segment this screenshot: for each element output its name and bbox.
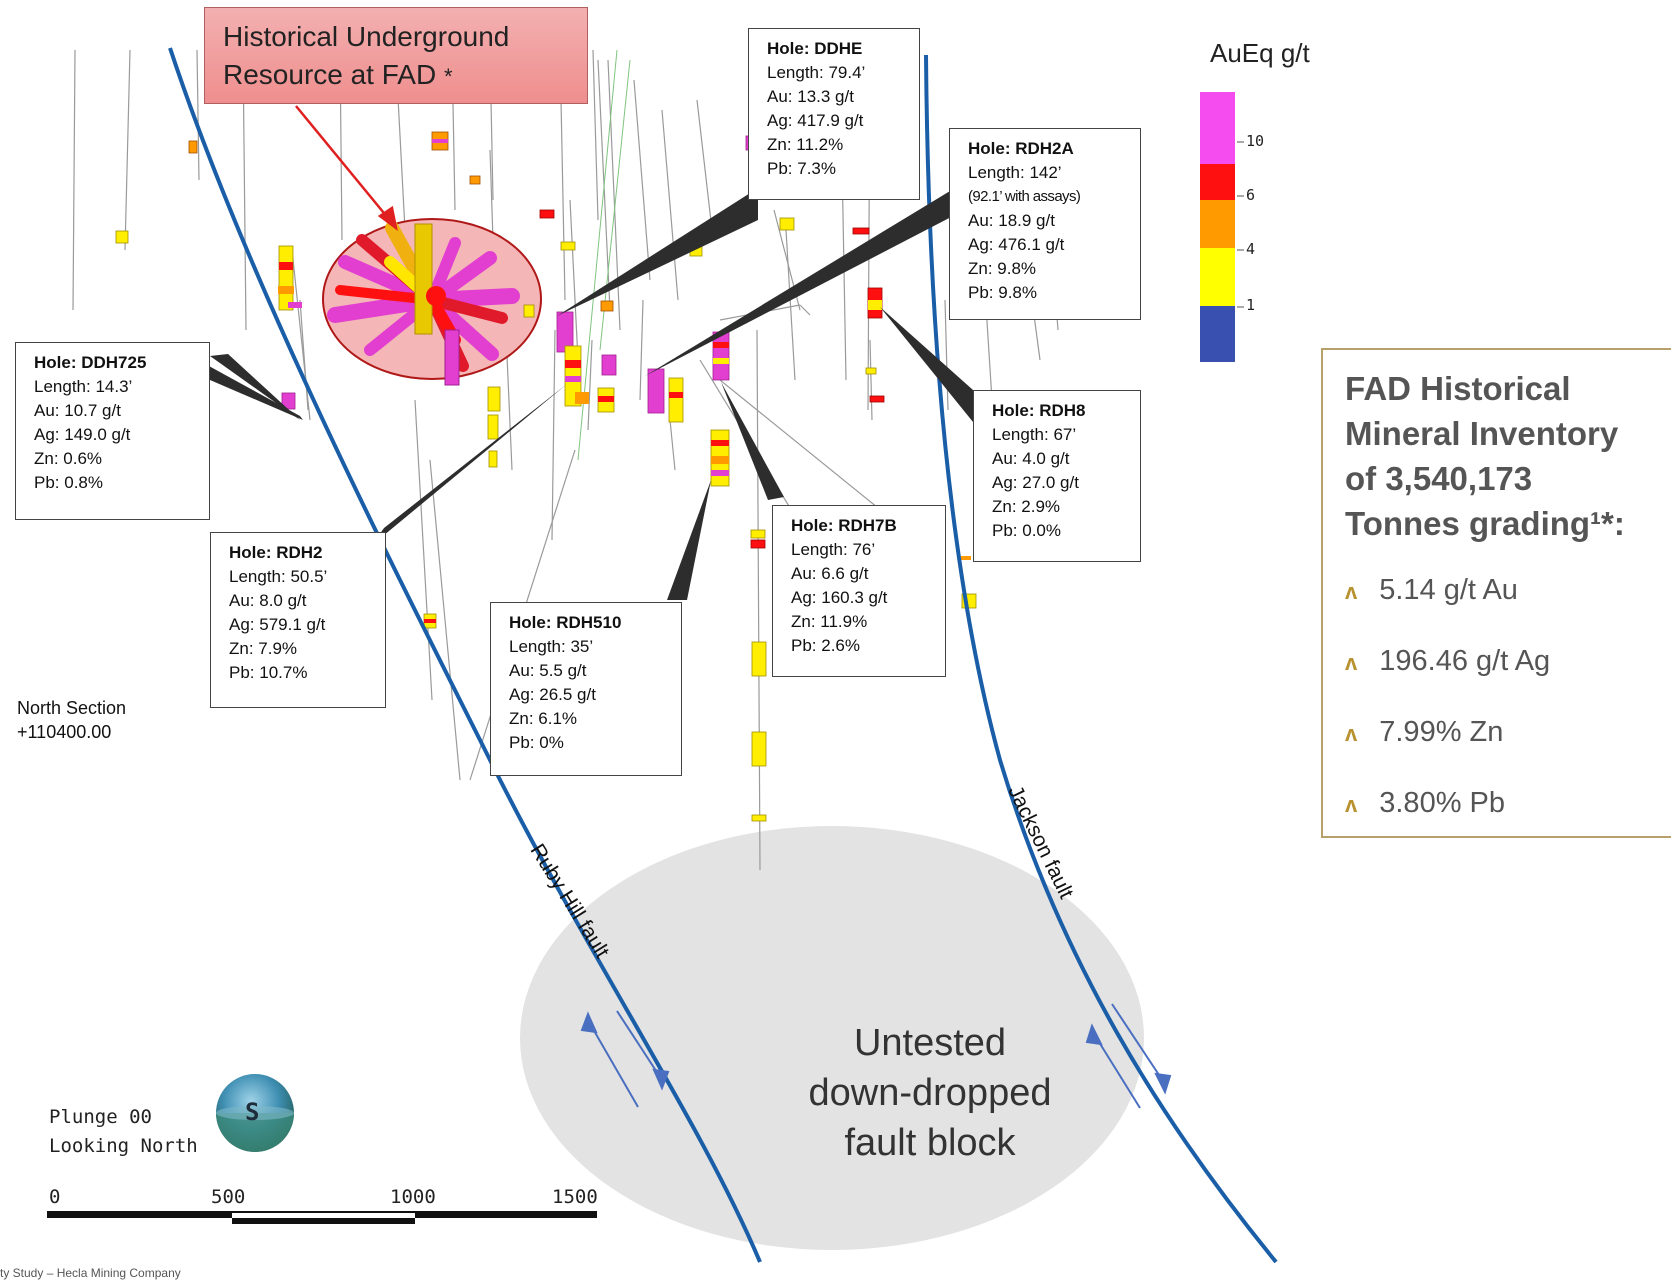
hole-ag: Ag: 26.5 g/t [509, 685, 596, 704]
compass-letter: S [245, 1098, 260, 1126]
bullet-arrow-icon: ʌ [1345, 650, 1358, 675]
legend-tick-6: 6 [1246, 186, 1256, 204]
hole-name: Hole: RDH2A [968, 139, 1074, 158]
plunge-label: Plunge 00 [49, 1106, 152, 1128]
hole-zn: Zn: 9.8% [968, 259, 1037, 278]
callout-rdh510: Hole: RDH510 Length: 35’ Au: 5.5 g/t Ag:… [490, 602, 682, 776]
untested-block-label: Untested down-dropped fault block [808, 1022, 1052, 1164]
hole-zn: Zn: 0.6% [34, 449, 103, 468]
hole-pb: Pb: 0.0% [992, 521, 1061, 540]
jackson-fault-line [924, 54, 1278, 1264]
legend-title: AuEq g/t [1210, 38, 1310, 68]
hole-length: Length: 79.4’ [767, 63, 866, 82]
hole-ag: Ag: 579.1 g/t [229, 615, 326, 634]
hole-name: Hole: RDH7B [791, 516, 897, 535]
drill-intercepts [115, 131, 977, 822]
inventory-title-line4: Tonnes grading¹*: [1345, 505, 1625, 542]
untested-fault-block [520, 826, 1144, 1250]
callout-rdh7b: Hole: RDH7B Length: 76’ Au: 6.6 g/t Ag: … [772, 505, 946, 677]
legend-tick-1: 1 [1246, 296, 1256, 314]
hole-zn: Zn: 6.1% [509, 709, 578, 728]
hole-name: Hole: DDH725 [34, 353, 147, 372]
legend-tick-4: 4 [1246, 240, 1256, 258]
scale-tick-0: 0 [49, 1186, 61, 1208]
scale-tick-1000: 1000 [390, 1186, 436, 1208]
historical-label-line1: Historical Underground [223, 21, 510, 52]
hole-au: Au: 18.9 g/t [968, 211, 1055, 230]
hole-ag: Ag: 417.9 g/t [767, 111, 864, 130]
historical-label-line2: Resource at FAD [223, 59, 437, 90]
hole-pb: Pb: 9.8% [968, 283, 1037, 302]
inventory-title-line1: FAD Historical [1345, 370, 1571, 407]
hole-zn: Zn: 7.9% [229, 639, 298, 658]
callout-rdh8: Hole: RDH8 Length: 67’ Au: 4.0 g/t Ag: 2… [973, 390, 1141, 562]
bullet-arrow-icon: ʌ [1345, 792, 1358, 817]
hole-pb: Pb: 2.6% [791, 636, 860, 655]
hole-au: Au: 10.7 g/t [34, 401, 121, 420]
callout-leaders [198, 188, 973, 600]
hole-pb: Pb: 10.7% [229, 663, 308, 682]
callout-ddhe: Hole: DDHE Length: 79.4’ Au: 13.3 g/t Ag… [748, 28, 920, 200]
looking-label: Looking North [49, 1135, 198, 1157]
hole-au: Au: 8.0 g/t [229, 591, 307, 610]
hole-length: Length: 50.5’ [229, 567, 328, 586]
hole-au: Au: 4.0 g/t [992, 449, 1070, 468]
hole-ag: Ag: 160.3 g/t [791, 588, 888, 607]
legend-tick-10: 10 [1246, 132, 1265, 150]
hole-au: Au: 5.5 g/t [509, 661, 587, 680]
hole-name: Hole: DDHE [767, 39, 863, 58]
hole-zn: Zn: 11.9% [791, 612, 868, 631]
ruby-hill-fault-line [168, 47, 762, 1263]
scale-tick-500: 500 [211, 1186, 246, 1208]
hole-zn: Zn: 11.2% [767, 135, 844, 154]
bullet-arrow-icon: ʌ [1345, 721, 1358, 746]
hole-name: Hole: RDH2 [229, 543, 323, 562]
hole-length: Length: 76’ [791, 540, 876, 559]
inventory-title-line3: of 3,540,173 [1345, 460, 1533, 497]
callout-rdh2a: Hole: RDH2A Length: 142’ (92.1’ with ass… [949, 128, 1141, 320]
bullet-arrow-icon: ʌ [1345, 579, 1358, 604]
hole-length: Length: 67’ [992, 425, 1077, 444]
historical-label-star: * [443, 64, 453, 89]
hole-ag: Ag: 149.0 g/t [34, 425, 131, 444]
hole-au: Au: 6.6 g/t [791, 564, 869, 583]
historical-resource-label: Historical Underground Resource at FAD * [204, 7, 588, 104]
scale-tick-1500: 1500 [552, 1186, 598, 1208]
mineral-inventory-box: FAD Historical Mineral Inventory of 3,54… [1321, 348, 1671, 838]
inventory-title-line2: Mineral Inventory [1345, 415, 1619, 452]
hole-length: Length: 14.3’ [34, 377, 133, 396]
hole-pb: Pb: 0% [509, 733, 564, 752]
hole-ag: Ag: 476.1 g/t [968, 235, 1065, 254]
hole-au: Au: 13.3 g/t [767, 87, 854, 106]
legend-colorbar [1200, 92, 1244, 362]
footer-text: ty Study – Hecla Mining Company [0, 1266, 181, 1280]
hole-name: Hole: RDH8 [992, 401, 1086, 420]
hole-ag: Ag: 27.0 g/t [992, 473, 1079, 492]
hole-length: Length: 142’ [968, 163, 1062, 182]
hole-zn: Zn: 2.9% [992, 497, 1061, 516]
hole-pb: Pb: 7.3% [767, 159, 836, 178]
callout-ddh725: Hole: DDH725 Length: 14.3’ Au: 10.7 g/t … [15, 342, 210, 520]
scale-bar [47, 1211, 597, 1224]
callout-rdh2: Hole: RDH2 Length: 50.5’ Au: 8.0 g/t Ag:… [210, 532, 386, 708]
hole-name: Hole: RDH510 [509, 613, 622, 632]
hole-assays-note: (92.1’ with assays) [968, 188, 1081, 205]
compass-icon [216, 1074, 294, 1152]
hole-pb: Pb: 0.8% [34, 473, 103, 492]
section-label: North Section +110400.00 [17, 698, 127, 742]
resource-cluster [327, 221, 520, 386]
hole-length: Length: 35’ [509, 637, 594, 656]
